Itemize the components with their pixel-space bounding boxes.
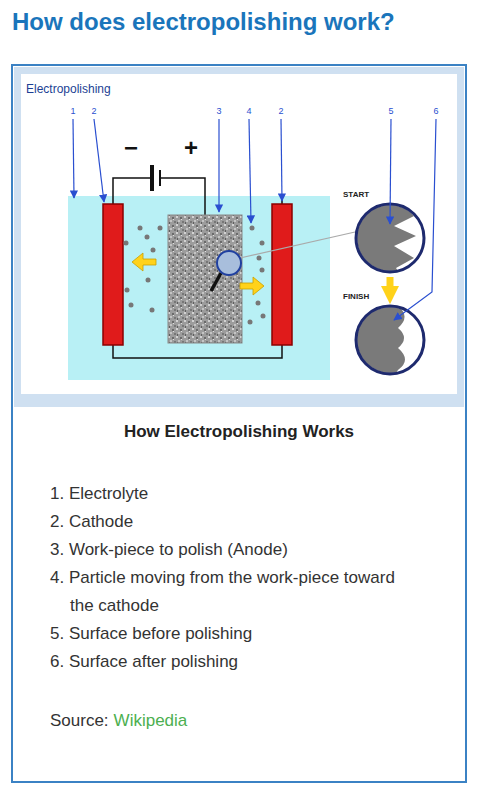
figure-panel (14, 67, 464, 407)
circle-border (356, 204, 424, 272)
workpiece-anode (168, 215, 242, 343)
ion-flow-arrow (132, 253, 156, 271)
cathode-plate (103, 204, 123, 345)
circle-outline (354, 304, 426, 376)
callout-number: 3 (211, 106, 227, 117)
callout-number: 4 (241, 106, 257, 117)
zoom-leader (240, 232, 355, 258)
ion-flow-arrow (240, 277, 264, 295)
figure-ground (21, 74, 457, 394)
flow-arrow (387, 277, 394, 295)
battery-plate (159, 170, 161, 186)
list-item: 3. Work-piece to polish (Anode) (50, 536, 420, 564)
metal-particle (124, 226, 266, 325)
callout-number: 5 (383, 106, 399, 117)
callout-number: 2 (86, 106, 102, 117)
callout-number: 2 (273, 106, 289, 117)
callout-leader (73, 119, 282, 223)
page-title: How does electropolishing work? (12, 6, 395, 38)
surface-state-label: FINISH (343, 292, 369, 302)
circuit-wire (113, 178, 282, 358)
list-item: 5. Surface before polishing (50, 620, 420, 648)
metal-surface (354, 202, 416, 274)
polarity-sign: − (119, 133, 143, 162)
surface-finish-circle: FINISH (354, 304, 426, 376)
battery-plate (150, 165, 154, 191)
figure-label: Electropolishing (26, 82, 111, 96)
magnifier-lens (217, 251, 241, 275)
surface-state-label: START (343, 190, 369, 200)
callout-number: 1 (65, 106, 81, 117)
cathode-plate (272, 204, 292, 345)
list-item: 6. Surface after polishing (50, 648, 420, 676)
polarity-sign: + (179, 133, 203, 162)
figure-caption: How Electropolishing Works (13, 420, 465, 444)
electrolyte-bath (68, 196, 330, 380)
circle-outline (354, 202, 426, 274)
list-item: 4. Particle moving from the work-piece t… (50, 564, 420, 620)
source-link: Wikipedia (114, 711, 188, 731)
surface-start-circle: START (354, 202, 426, 274)
list-item: 2. Cathode (50, 508, 420, 536)
magnifier-handle (211, 273, 221, 291)
callout-leader (390, 119, 436, 320)
metal-surface (354, 304, 405, 376)
frame-box (12, 65, 466, 782)
source-label: Source: (50, 711, 109, 731)
list-item: 1. Electrolyte (50, 480, 420, 508)
callout-number: 6 (428, 106, 444, 117)
circle-border (356, 306, 424, 374)
